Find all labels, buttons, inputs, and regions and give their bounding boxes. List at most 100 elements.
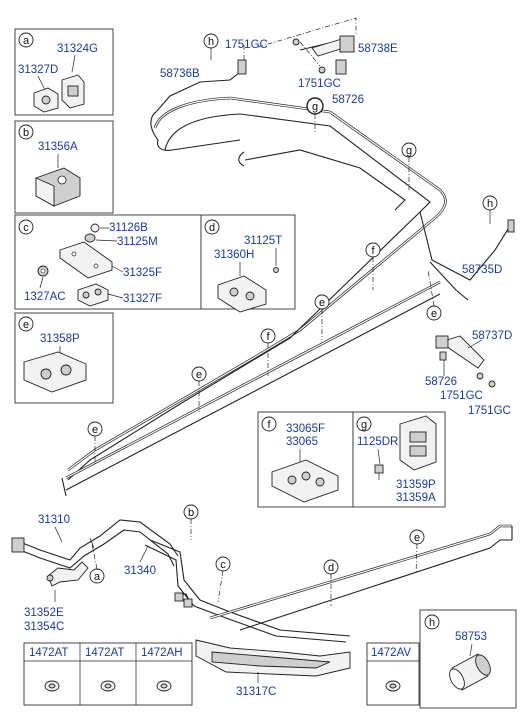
detail-letter-b: b xyxy=(23,127,29,139)
hose-58738e-icon xyxy=(311,35,355,75)
marker-c-low: c xyxy=(215,556,231,603)
clip-1472at-2-icon xyxy=(100,680,116,692)
callout-58736b: 58736B xyxy=(160,68,200,80)
marker-a-low: a xyxy=(89,543,105,584)
detail-box-d: d 31125T 31360H xyxy=(200,214,296,313)
bracket-31325f-icon xyxy=(59,241,113,279)
svg-text:a: a xyxy=(94,571,101,583)
part-1327ac: 1327AC xyxy=(24,291,66,303)
shield-31317c-icon xyxy=(195,639,351,677)
hose-58737d-icon xyxy=(435,335,496,388)
clip-33065-icon xyxy=(271,459,339,503)
detail-box-h: h 58753 xyxy=(419,609,517,709)
marker-d-low: d xyxy=(323,559,339,606)
detail-box-a: a 31324G 31327D xyxy=(14,28,114,116)
part-31359a: 31359A xyxy=(396,492,436,504)
part-1125dr: 1125DR xyxy=(357,436,398,448)
part-31358p: 31358P xyxy=(40,333,80,345)
part-31327d: 31327D xyxy=(18,64,58,76)
clip-table-header-3: 1472AH xyxy=(141,647,183,659)
part-31327f: 31327F xyxy=(123,293,162,305)
detail-box-f: f 33065F 33065 xyxy=(257,411,354,508)
svg-text:h: h xyxy=(487,198,493,210)
clip-table: 1472AT 1472AT 1472AH 1472AV xyxy=(23,642,420,706)
fitting-31310-icon xyxy=(11,537,25,553)
svg-text:e: e xyxy=(319,297,325,309)
svg-text:e: e xyxy=(196,369,202,381)
callout-58726-top: 58726 xyxy=(332,94,364,106)
clip-table-header-2: 1472AT xyxy=(85,647,124,659)
hose-58753-icon xyxy=(449,653,491,691)
marker-g-top: g xyxy=(306,97,324,132)
bolt-1125dr-icon xyxy=(374,464,384,480)
detail-letter-e: e xyxy=(23,319,29,331)
lower-fuel-lines xyxy=(11,519,513,677)
marker-e-mid1: e xyxy=(314,294,330,340)
clip-1472at-icon xyxy=(44,680,60,692)
part-31125m: 31125M xyxy=(117,236,158,248)
svg-text:e: e xyxy=(92,424,98,436)
detail-box-e: e 31358P xyxy=(14,312,114,404)
clamp-31358p-icon xyxy=(23,351,87,393)
svg-text:f: f xyxy=(266,331,270,343)
marker-e-mid2: e xyxy=(191,366,207,412)
screw-31126b-icon xyxy=(90,223,100,233)
fitting-58736b-icon xyxy=(237,59,247,75)
detail-box-b: b 31356A xyxy=(14,120,114,214)
part-31126b: 31126B xyxy=(109,222,148,234)
bracket-31359p-icon xyxy=(399,415,437,471)
svg-text:c: c xyxy=(220,559,226,571)
fitting-lower-1-icon xyxy=(174,592,184,602)
svg-text:h: h xyxy=(208,36,214,48)
callout-31340: 31340 xyxy=(124,565,156,577)
callout-1751gc-top: 1751GC xyxy=(225,39,268,51)
clip-1751gc-top-icon xyxy=(292,38,300,46)
clamp-31356a-icon xyxy=(35,167,81,207)
marker-h-top: h xyxy=(203,33,219,60)
part-33065f: 33065F xyxy=(286,423,325,435)
part-31325f: 31325F xyxy=(123,267,162,279)
detail-letter-h: h xyxy=(429,617,435,629)
clip-table-single-header: 1472AV xyxy=(371,647,411,659)
detail-letter-g: g xyxy=(361,419,367,431)
clip-31324g-icon xyxy=(61,74,85,109)
detail-box-c: c 31126B 31125M 31325F 1327AC 31327F xyxy=(14,214,202,310)
callout-58726-right: 58726 xyxy=(425,376,457,388)
callout-31317c: 31317C xyxy=(236,686,276,698)
clip-1472av-icon xyxy=(385,680,401,692)
marker-b-low: b xyxy=(183,504,199,540)
callout-31352e: 31352E xyxy=(24,607,64,619)
part-33065: 33065 xyxy=(286,436,318,448)
detail-box-g: g 1125DR 31359P 31359A xyxy=(352,411,446,508)
marker-e-low: e xyxy=(409,529,425,575)
lower-markers: b a c d e xyxy=(89,504,425,606)
svg-text:d: d xyxy=(328,562,334,574)
lower-callouts: 31310 31340 31352E 31354C 31317C xyxy=(24,514,276,698)
hose-31352e-icon xyxy=(46,561,89,587)
svg-text:e: e xyxy=(431,308,437,320)
callout-31310: 31310 xyxy=(38,514,70,526)
detail-letter-a: a xyxy=(23,35,30,47)
callout-1751gc-mid: 1751GC xyxy=(298,78,341,90)
callout-58737d: 58737D xyxy=(472,330,512,342)
marker-h-right: h xyxy=(482,195,498,224)
marker-e-left: e xyxy=(87,421,103,466)
clip-1751gc-mid-icon xyxy=(318,66,326,74)
marker-g-right: g xyxy=(401,142,417,190)
marker-f-mid2: f xyxy=(260,328,276,376)
clip-1472ah-icon xyxy=(156,680,172,692)
part-31360h: 31360H xyxy=(214,249,254,261)
upper-callouts: 1751GC 58738E 58736B 1751GC 58726 58735D… xyxy=(160,39,512,417)
svg-text:b: b xyxy=(188,507,194,519)
section-markers: h g g h f e e xyxy=(87,33,498,466)
nut-1327ac-icon xyxy=(37,265,49,277)
detail-letter-c: c xyxy=(23,222,29,234)
clip-table-header-1: 1472AT xyxy=(29,647,68,659)
upper-brake-lines xyxy=(61,17,515,497)
callout-1751gc-r1: 1751GC xyxy=(440,390,483,402)
part-31356a: 31356A xyxy=(38,141,78,153)
callout-58735d: 58735D xyxy=(462,264,502,276)
detail-letter-d: d xyxy=(209,222,215,234)
clip-31327d-icon xyxy=(33,87,59,113)
